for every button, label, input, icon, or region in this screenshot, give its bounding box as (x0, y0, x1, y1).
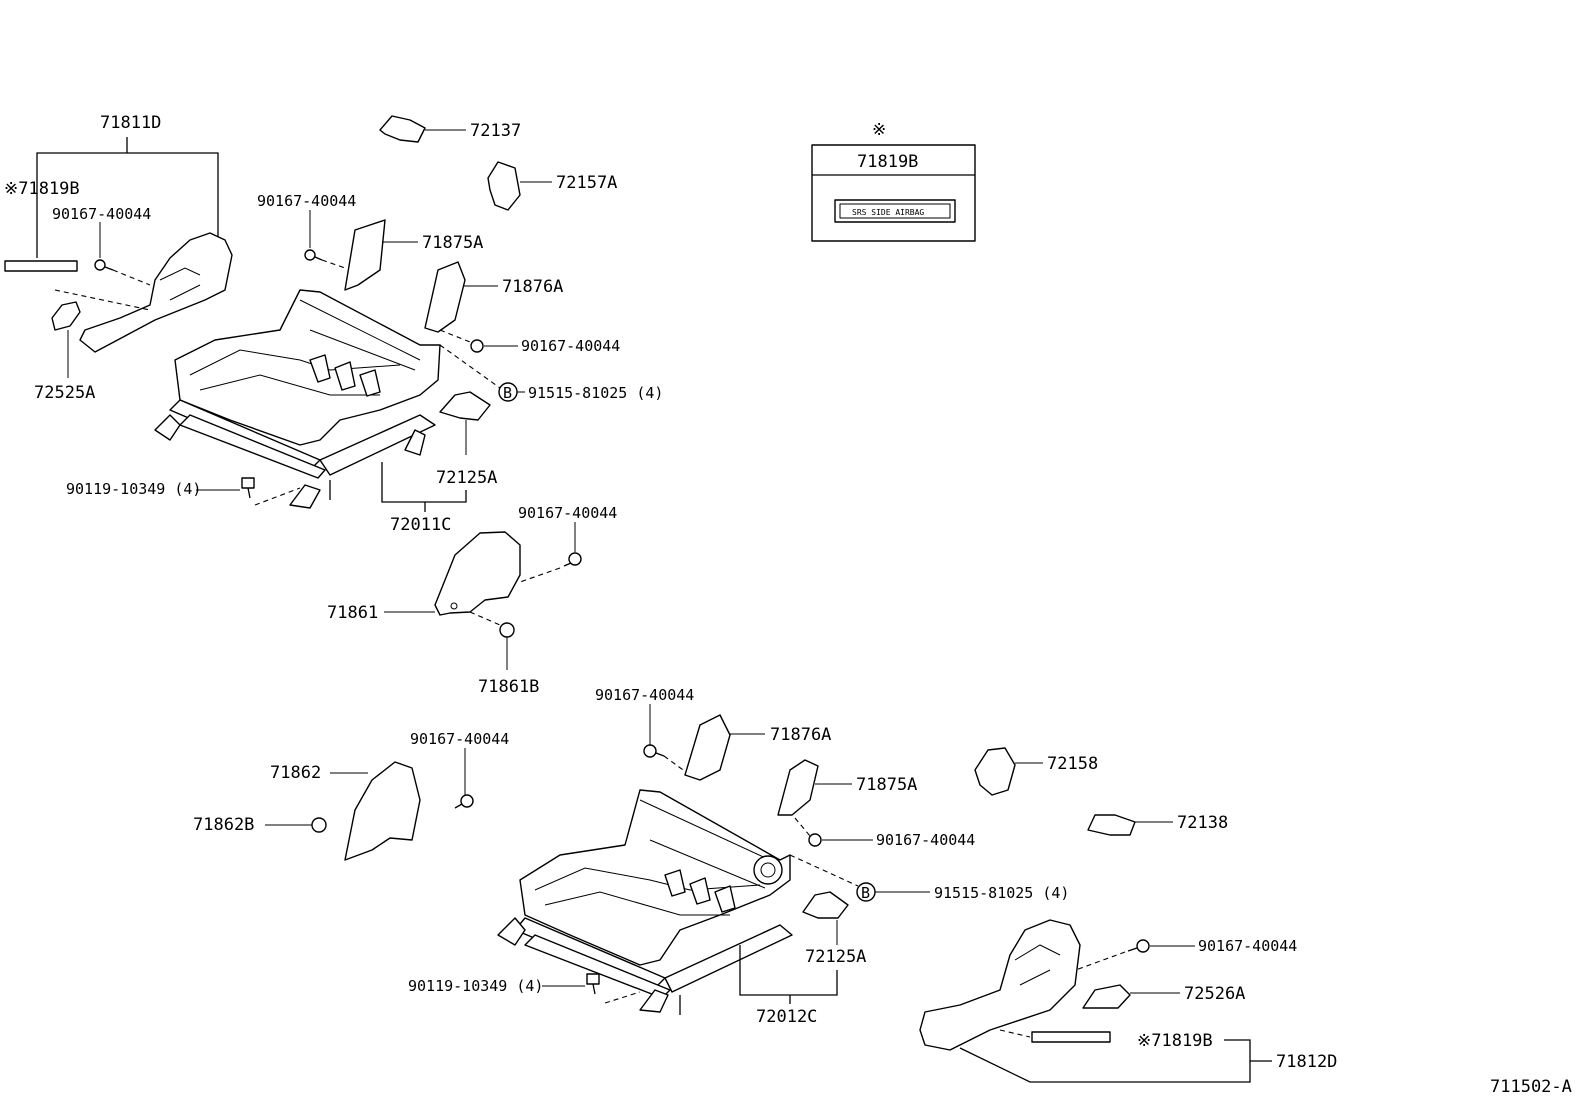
seat-frame-top (154, 289, 441, 509)
label-72125A-bot: 72125A (805, 947, 866, 967)
clip-72137 (379, 115, 426, 143)
cover-71875A-bot (777, 759, 819, 816)
clip-72138 (1087, 814, 1136, 836)
label-71875A-bot: 71875A (856, 775, 917, 795)
diagram-id: 711502-A (1490, 1077, 1572, 1097)
airbag-label-strip-top (4, 260, 78, 272)
label-90167-a: 90167-40044 (52, 205, 151, 223)
clip-72525A (51, 301, 81, 331)
airbag-label-strip-bot (1031, 1031, 1111, 1043)
label-71862B: 71862B (193, 815, 254, 835)
callout-71811D: 71811D (36, 113, 219, 258)
bolt-icon (454, 794, 474, 809)
label-B-bot: B (861, 884, 870, 902)
clip-71862B (311, 817, 327, 833)
label-72138: 72138 (1177, 813, 1228, 833)
label-71819B-bot: ※71819B (1137, 1031, 1213, 1051)
bolt-icon (304, 249, 323, 261)
label-90119-top: 90119-10349 (4) (66, 480, 201, 498)
callout-B-bot: B (856, 882, 876, 902)
label-71861B: 71861B (478, 677, 539, 697)
label-71862: 71862 (270, 763, 321, 783)
label-90167-g: 90167-40044 (876, 831, 975, 849)
inset-part-number: 71819B (857, 152, 918, 172)
cover-72158 (974, 747, 1016, 796)
bolt-icon (586, 973, 600, 995)
inset-mark: ※ (872, 120, 886, 140)
label-71811D: 71811D (100, 113, 161, 133)
label-90167-h: 90167-40044 (1198, 937, 1297, 955)
cover-71876A-top (424, 261, 466, 333)
bolt-icon (94, 259, 114, 271)
bolt-icon (1127, 939, 1150, 953)
label-91515-top: 91515-81025 (4) (528, 384, 663, 402)
cover-71862 (344, 761, 421, 861)
label-71861: 71861 (327, 603, 378, 623)
label-90167-b: 90167-40044 (257, 192, 356, 210)
inset-airbag-label: SRS SIDE AIRBAG (852, 208, 924, 217)
label-71812D: 71812D (1276, 1052, 1337, 1072)
clip-72125A-top (439, 391, 491, 421)
label-90119-bot: 90119-10349 (4) (408, 977, 543, 995)
label-90167-c: 90167-40044 (521, 337, 620, 355)
label-72137: 72137 (470, 121, 521, 141)
clip-72526A (1082, 984, 1131, 1009)
label-72011C: 72011C (390, 515, 451, 535)
seat-side-shield-top (79, 232, 233, 353)
bolt-icon (643, 744, 665, 758)
label-72012C: 72012C (756, 1007, 817, 1027)
bolt-icon (241, 477, 255, 499)
label-72525A: 72525A (34, 383, 95, 403)
callout-B-top: B (498, 382, 518, 402)
seat-frame-bot (497, 789, 793, 1015)
label-72158: 72158 (1047, 754, 1098, 774)
label-72157A: 72157A (556, 173, 617, 193)
label-72125A-top: 72125A (436, 468, 497, 488)
clip-72125A-bot (802, 891, 849, 919)
cover-72157A (487, 161, 521, 211)
airbag-label-inset: ※ 71819B SRS SIDE AIRBAG (811, 120, 976, 242)
label-71819B-top: ※71819B (4, 179, 80, 199)
label-71876A-bot: 71876A (770, 725, 831, 745)
bolt-icon (563, 552, 582, 567)
clip-71861B (499, 622, 515, 638)
label-71876A-top: 71876A (502, 277, 563, 297)
cover-71876A-bot (684, 714, 731, 781)
label-71875A-top: 71875A (422, 233, 483, 253)
label-72526A: 72526A (1184, 984, 1245, 1004)
label-90167-e: 90167-40044 (595, 686, 694, 704)
bolt-icon (470, 339, 484, 353)
label-90167-f: 90167-40044 (410, 730, 509, 748)
label-B-top: B (503, 384, 512, 402)
label-91515-bot: 91515-81025 (4) (934, 884, 1069, 902)
bolt-icon (808, 833, 822, 847)
label-90167-d: 90167-40044 (518, 504, 617, 522)
seat-side-shield-bot (919, 919, 1081, 1051)
cover-71875A-top (344, 219, 386, 291)
cover-71861 (434, 531, 521, 616)
